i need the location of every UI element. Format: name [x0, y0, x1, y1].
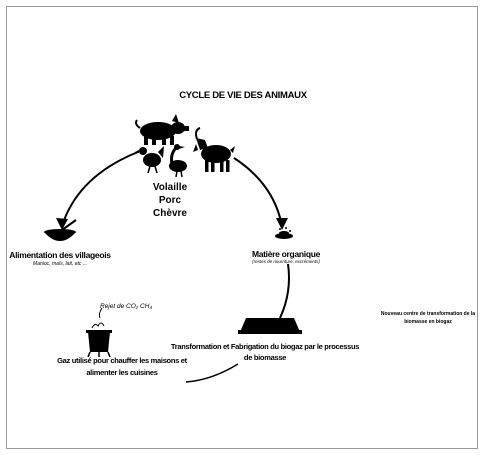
animal-goat: Chèvre: [153, 208, 187, 219]
pig-icon: [135, 114, 189, 145]
feeding-label: Alimentation des villageois: [9, 250, 111, 260]
food-bowl-icon: [44, 219, 77, 241]
biogas-digester-icon: [238, 318, 302, 334]
gas-use-label: Gaz utilisé pour chauffer les maisons et…: [57, 356, 187, 377]
arc-lower-right: [279, 263, 290, 319]
animal-pig: Porc: [158, 195, 182, 206]
organic-matter-icon: [275, 227, 293, 239]
biomass-center-label: Nouveau centre de transformation de la b…: [380, 311, 476, 325]
organic-matter-label: Matière organique: [251, 249, 321, 259]
feeding-sublabel: Manioc, maïs, lait, etc ...: [33, 261, 87, 267]
link-bottom: [185, 363, 239, 383]
hen-icon: [135, 146, 164, 174]
emission-label: Rejet de CO₂ CH₄: [100, 303, 153, 310]
diagram-title: CYCLE DE VIE DES ANIMAUX: [179, 90, 307, 101]
animals-label: Volaille Porc Chèvre: [130, 181, 210, 220]
arrow-right: [276, 218, 288, 230]
arc-left: [61, 151, 139, 227]
goose-icon: [169, 144, 187, 178]
arc-right: [233, 157, 283, 227]
arrow-left: [56, 218, 68, 230]
diagram-frame: [6, 6, 478, 449]
organic-matter-sublabel: (restes de nourriture, excréments): [252, 259, 320, 264]
cooking-pot-icon: [86, 322, 112, 358]
transformation-label: Transformation et Fabrigation du biogaz …: [170, 342, 360, 362]
link-steam: [98, 307, 103, 319]
animal-poultry: Volaille: [152, 182, 188, 193]
goat-icon: [193, 127, 235, 172]
